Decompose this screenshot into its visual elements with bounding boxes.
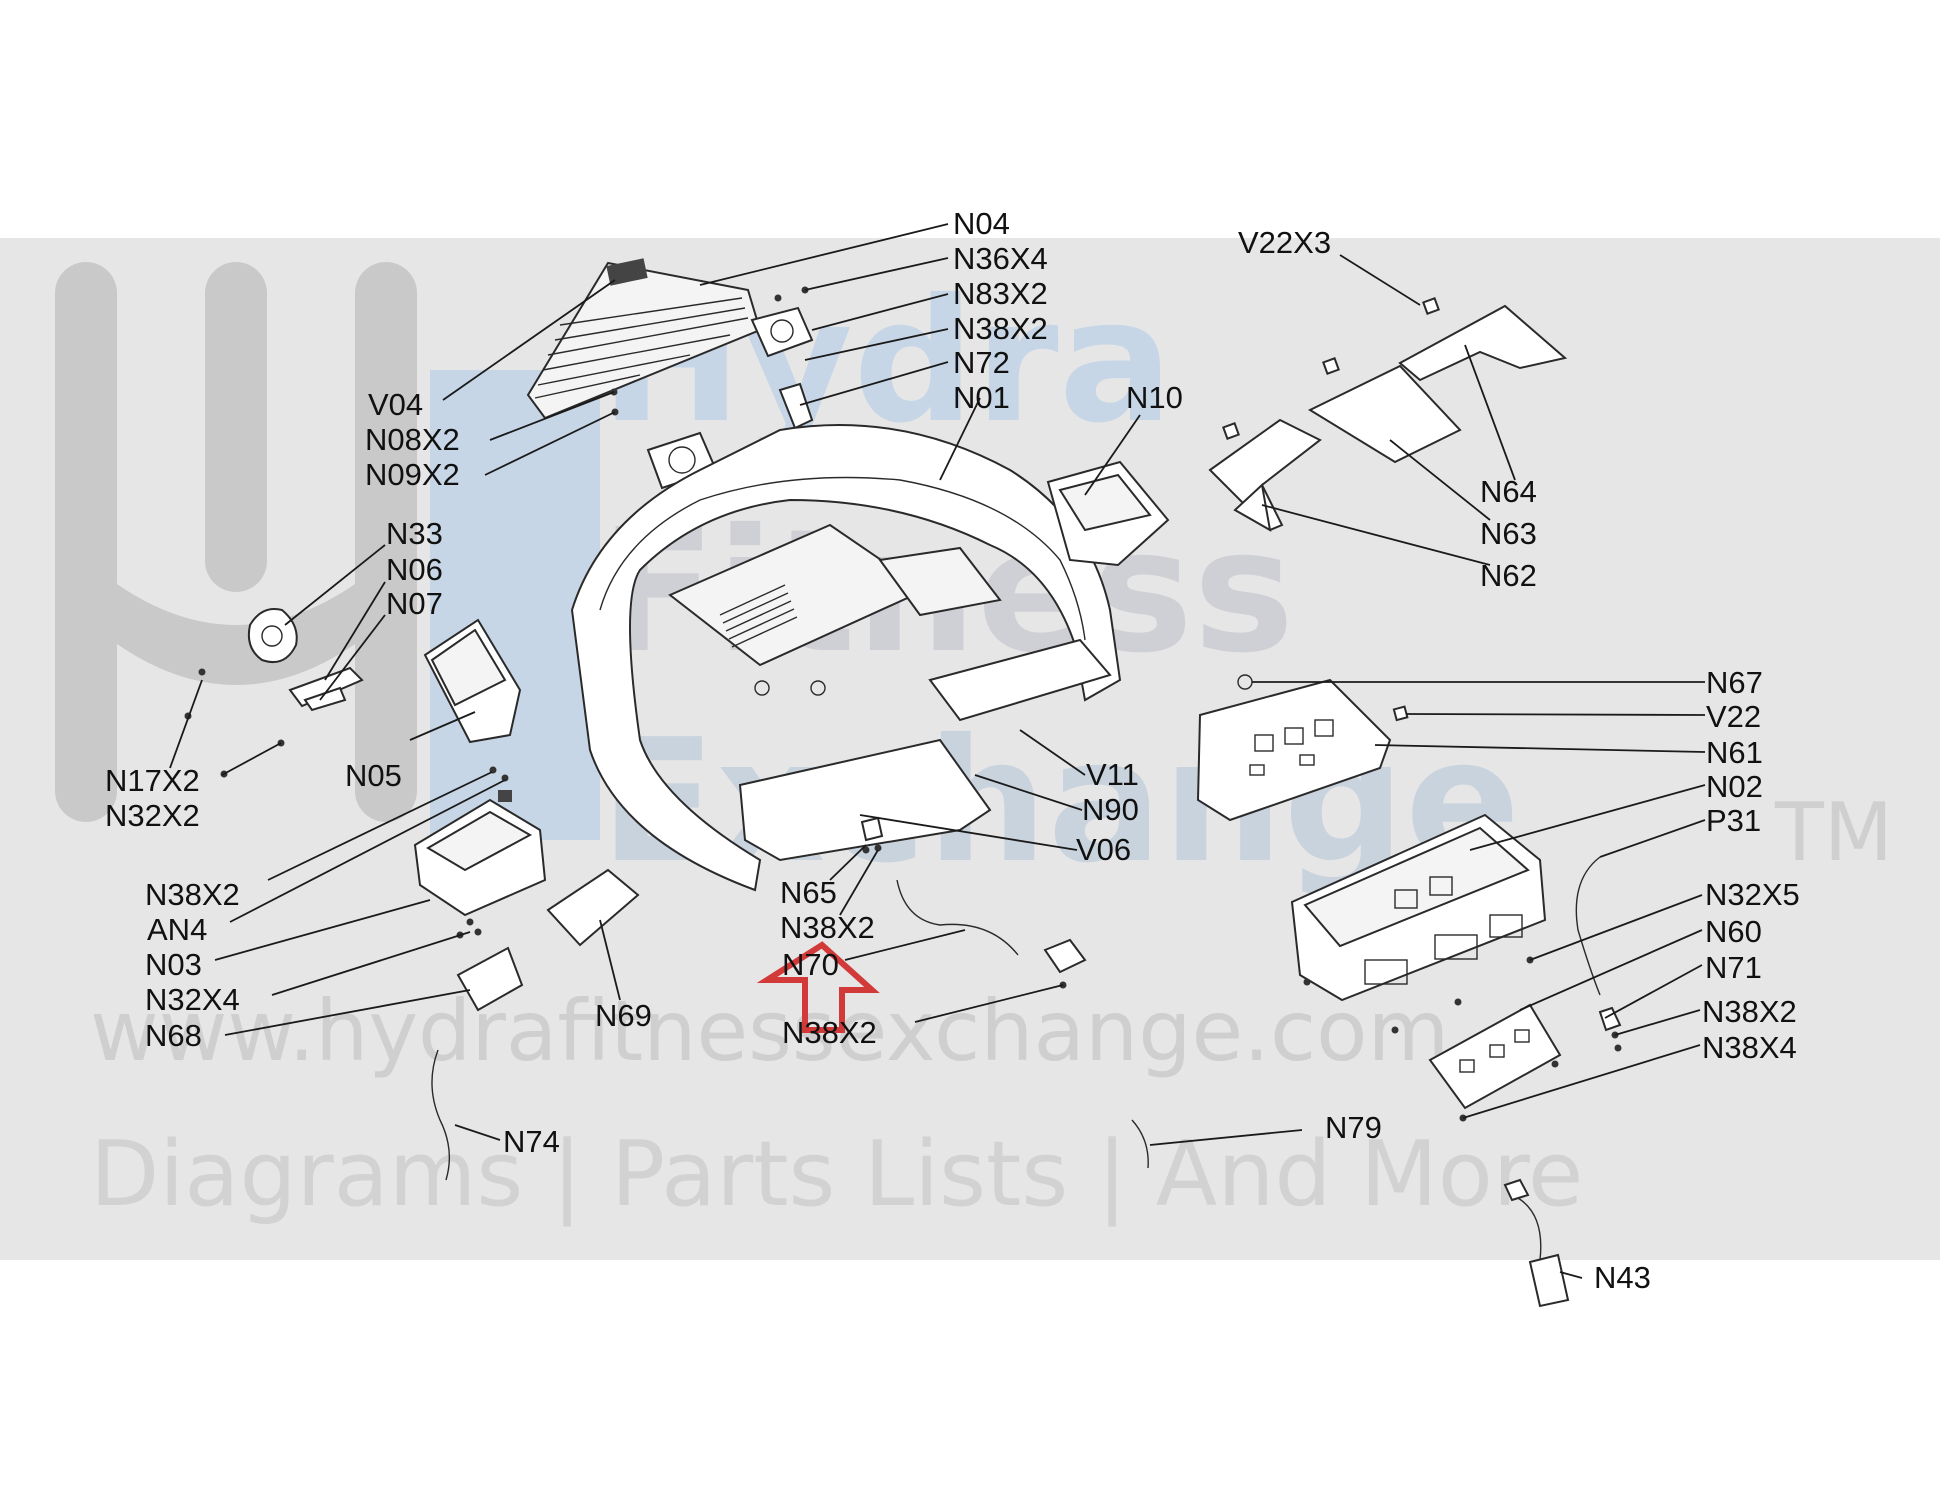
label-n68: N68: [145, 1018, 202, 1053]
label-n60: N60: [1705, 914, 1762, 949]
label-n38x4: N38X4: [1702, 1030, 1797, 1065]
label-n64: N64: [1480, 474, 1537, 509]
label-n62: N62: [1480, 558, 1537, 593]
part-n72-bracket: [778, 382, 814, 430]
label-n05: N05: [345, 758, 402, 793]
label-n08x2: N08X2: [365, 422, 460, 457]
label-n83x2: N83X2: [953, 276, 1048, 311]
part-n68-label: [456, 946, 524, 1012]
part-n69-label: [546, 868, 640, 947]
label-n01: N01: [953, 380, 1010, 415]
watermark-logo-mark: [55, 262, 600, 840]
label-n03: N03: [145, 947, 202, 982]
label-n32x4: N32X4: [145, 982, 240, 1017]
label-v11: V11: [1086, 757, 1139, 792]
part-an4-bracket-box: [413, 790, 547, 917]
part-v04-grill: [526, 258, 762, 420]
label-n09x2: N09X2: [365, 457, 460, 492]
label-n79: N79: [1325, 1110, 1382, 1145]
label-n65: N65: [780, 875, 837, 910]
label-n32x5: N32X5: [1705, 877, 1800, 912]
label-n43: N43: [1594, 1260, 1651, 1295]
label-n74: N74: [503, 1124, 560, 1159]
label-n07: N07: [386, 586, 443, 621]
label-n61: N61: [1706, 735, 1763, 770]
label-n10: N10: [1126, 380, 1183, 415]
part-n33-fan: [247, 608, 298, 664]
part-n61-console-overlay: [1196, 674, 1409, 822]
part-n01-console-housing: [570, 424, 1122, 892]
label-n63: N63: [1480, 516, 1537, 551]
watermark-band: [0, 238, 1940, 1260]
part-n05-cup-holder: [423, 618, 522, 744]
leader-lines: [169, 223, 1706, 1279]
label-n90: N90: [1082, 792, 1139, 827]
label-v22x3: V22X3: [1238, 225, 1331, 260]
part-labels: N04 N36X4 N83X2 N38X2 N72 N01 V22X3 N10 …: [105, 206, 1800, 1295]
label-p31: P31: [1706, 803, 1761, 838]
label-v06: V06: [1076, 832, 1131, 867]
label-n36x4: N36X4: [953, 241, 1048, 276]
label-n04: N04: [953, 206, 1010, 241]
label-n38x2-mid: N38X2: [780, 910, 875, 945]
label-n38x2-left: N38X2: [145, 877, 240, 912]
label-n38x2-low: N38X2: [782, 1015, 877, 1050]
label-n69: N69: [595, 998, 652, 1033]
label-v04: V04: [368, 387, 423, 422]
part-n65-sensor: [860, 816, 884, 842]
label-n38x2-right: N38X2: [1702, 994, 1797, 1029]
part-n10-cup-holder: [1046, 460, 1170, 567]
watermark-url: www.hydrafitnessexchange.com: [90, 982, 1449, 1080]
label-n72: N72: [953, 345, 1010, 380]
label-n06: N06: [386, 552, 443, 587]
label-n67: N67: [1706, 665, 1763, 700]
part-n70-cable: [896, 879, 1019, 956]
part-n70-clip: [1043, 938, 1087, 974]
label-n71: N71: [1705, 950, 1762, 985]
label-an4: AN4: [147, 912, 207, 947]
highlight-arrow: [756, 941, 880, 1033]
label-n17x2: N17X2: [105, 763, 200, 798]
watermark-tagline: Diagrams | Parts Lists | And More: [90, 1122, 1583, 1227]
label-n33: N33: [386, 516, 443, 551]
label-n38x2-top: N38X2: [953, 311, 1048, 346]
part-n60-circuit-board: [1428, 1003, 1562, 1110]
part-n02-console-base: [1290, 813, 1547, 1002]
part-n06-n07-clips: [288, 666, 364, 712]
label-v22: V22: [1706, 699, 1761, 734]
part-n71-sensor: [1598, 1006, 1622, 1032]
part-n74-cable: [431, 1049, 451, 1181]
watermark-trademark: TM: [1774, 786, 1893, 879]
part-n43-plug: [1503, 1178, 1570, 1308]
part-n79-cable: [1131, 1119, 1149, 1169]
label-n32x2: N32X2: [105, 798, 200, 833]
part-n64-n62-overlays: [1208, 297, 1568, 532]
label-n02: N02: [1706, 769, 1763, 804]
label-n70: N70: [782, 947, 839, 982]
